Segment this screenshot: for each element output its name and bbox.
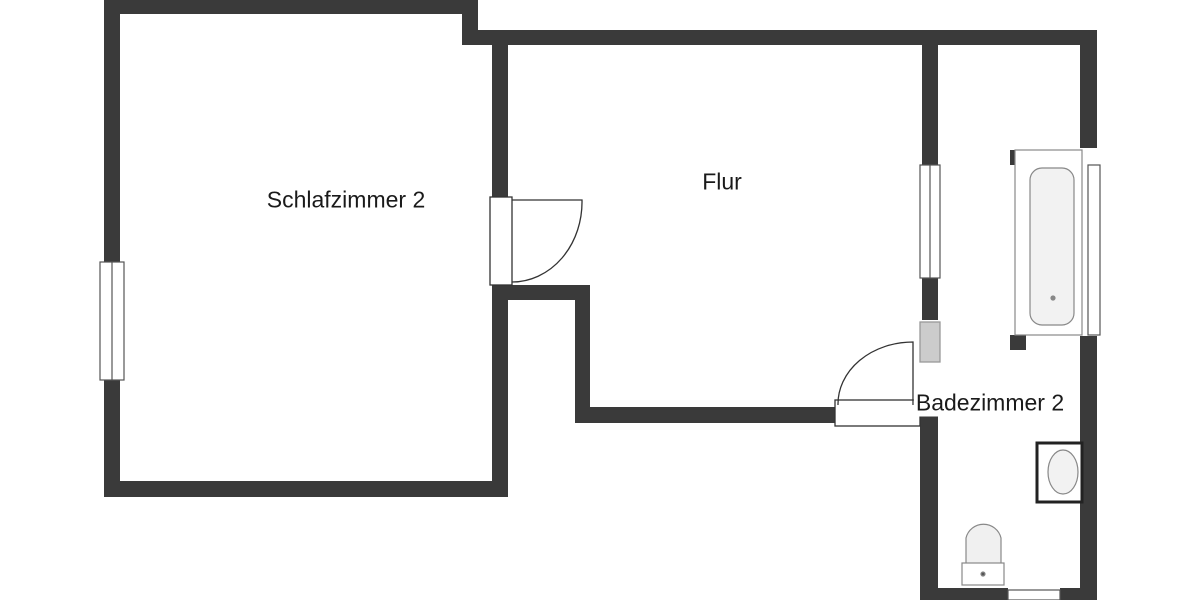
bathtub-basin	[1029, 167, 1075, 326]
walls	[104, 0, 1097, 600]
bath-door-frame	[834, 399, 921, 427]
hallway-notch-top	[492, 285, 590, 300]
bedroom-top-wall	[104, 0, 478, 14]
bedroom-door-swing	[511, 199, 583, 283]
toilet-bowl	[965, 523, 1002, 565]
sink-basin	[1047, 449, 1079, 495]
bedroom-bottom-wall	[104, 481, 508, 497]
bedroom-door-frame	[489, 196, 513, 286]
hallway-bath-wall-lower	[920, 415, 938, 600]
room-label-bedroom: Schlafzimmer 2	[266, 186, 426, 213]
wall-opening	[919, 321, 941, 363]
right-wall-lower	[1080, 336, 1097, 600]
bath-right-window	[1087, 164, 1101, 336]
right-wall-upper	[1080, 30, 1097, 148]
bedroom-hallway-wall-upper	[492, 45, 508, 197]
hallway-bath-wall-mid	[922, 278, 938, 320]
bath-bottom-window	[1007, 589, 1061, 600]
toilet-button	[980, 571, 986, 577]
hallway-bath-wall-upper	[922, 45, 938, 165]
bathtub-block-bottom	[1010, 335, 1026, 350]
bedroom-hallway-wall-lower	[492, 285, 508, 497]
bathtub-drain	[1050, 295, 1056, 301]
hallway-bottom-wall	[575, 407, 835, 423]
hallway-top-wall	[462, 30, 1097, 45]
room-label-bathroom: Badezimmer 2	[913, 389, 1067, 417]
bath-bottom-wall-right	[1060, 588, 1082, 600]
door-stub	[820, 407, 835, 423]
bedroom-left-wall	[104, 0, 120, 497]
bath-bottom-wall-left	[938, 588, 1008, 600]
hallway-notch-side	[575, 285, 590, 423]
windows	[99, 164, 1101, 600]
bath-door-swing	[837, 341, 914, 406]
room-label-hallway: Flur	[702, 168, 742, 195]
doors	[489, 196, 941, 427]
fixtures	[961, 149, 1084, 586]
